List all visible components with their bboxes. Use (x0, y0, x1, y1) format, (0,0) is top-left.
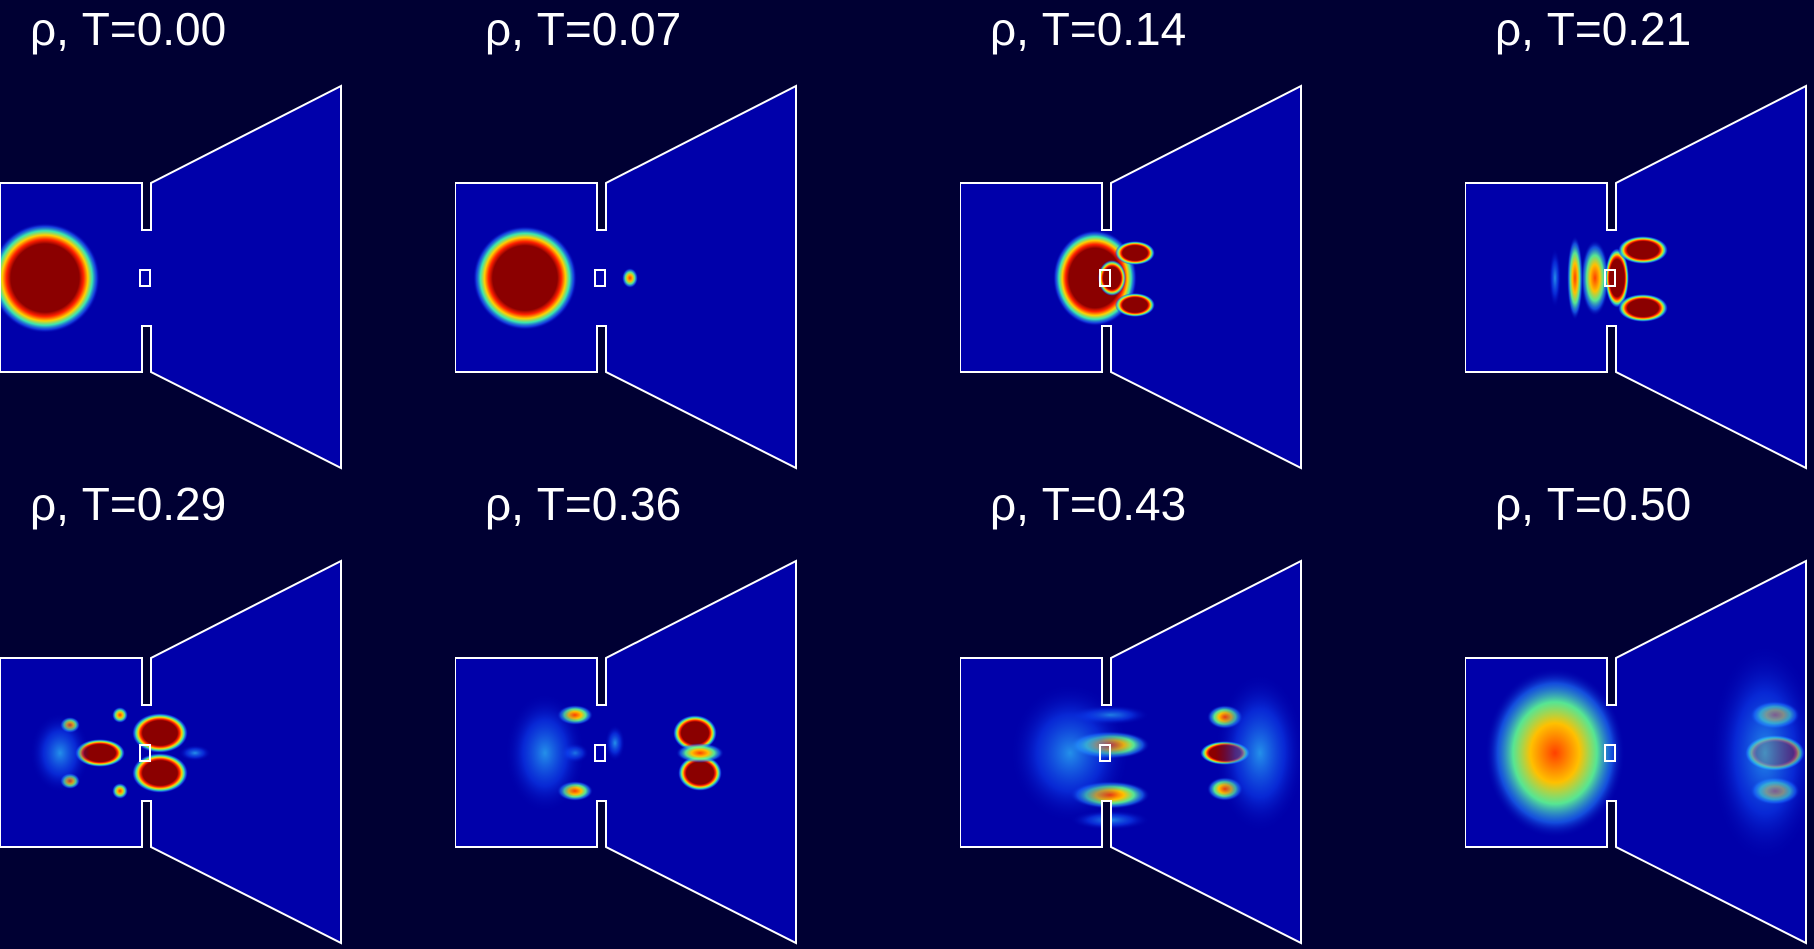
density-blob (132, 713, 188, 753)
panel-title: ρ, T=0.21 (1495, 3, 1692, 55)
density-blob (678, 755, 722, 791)
chamber-outline (960, 84, 1302, 470)
density-blob (1115, 241, 1155, 265)
density-blob (1567, 236, 1583, 320)
field-background (1465, 86, 1806, 468)
density-field-plot (0, 84, 342, 470)
density-blob (1485, 668, 1625, 838)
density-blob (1618, 236, 1668, 264)
panel-t036: ρ, T=0.36 (455, 475, 955, 949)
barrier-block (139, 269, 151, 287)
barrier-block (594, 269, 606, 287)
barrier-block (1099, 744, 1111, 762)
density-blob (1581, 240, 1609, 316)
density-field-plot (960, 84, 1302, 470)
panel-title: ρ, T=0.14 (990, 3, 1187, 55)
density-field-plot (455, 84, 797, 470)
chamber-outline (0, 84, 342, 470)
chamber-outline (1465, 84, 1807, 470)
panel-title: ρ, T=0.43 (990, 478, 1187, 530)
density-blob (1115, 293, 1155, 317)
panel-title: ρ, T=0.07 (485, 3, 682, 55)
panel-t000: ρ, T=0.00 (0, 0, 500, 475)
barrier-block (139, 744, 151, 762)
density-blob (0, 223, 100, 333)
density-blob (1710, 643, 1806, 863)
density-field-plot (1465, 559, 1807, 945)
density-field-plot (455, 559, 797, 945)
chamber-outline (455, 84, 797, 470)
panel-t029: ρ, T=0.29 (0, 475, 500, 949)
panel-t050: ρ, T=0.50 (1465, 475, 1814, 949)
density-blob (1215, 673, 1301, 833)
density-blob (605, 725, 625, 761)
density-field-plot (1465, 84, 1807, 470)
density-blob (1549, 248, 1561, 308)
panel-title: ρ, T=0.36 (485, 478, 682, 530)
panel-t043: ρ, T=0.43 (960, 475, 1460, 949)
panel-t021: ρ, T=0.21 (1465, 0, 1814, 475)
density-blob (676, 743, 724, 763)
density-blob (505, 693, 585, 813)
density-blob (112, 783, 128, 799)
chamber-outline (0, 559, 342, 945)
barrier-block (1604, 269, 1616, 287)
density-blob (473, 226, 577, 330)
density-field-plot (0, 559, 342, 945)
chamber-outline (960, 559, 1302, 945)
chamber-outline (1465, 559, 1807, 945)
barrier-block (1099, 269, 1111, 287)
density-blob (132, 753, 188, 793)
density-blob (179, 745, 211, 761)
barrier-block (1604, 744, 1616, 762)
density-blob (30, 713, 90, 793)
barrier-block (594, 744, 606, 762)
chamber-outline (455, 559, 797, 945)
panel-title: ρ, T=0.50 (1495, 478, 1692, 530)
density-blob (1098, 260, 1126, 296)
density-field-plot (960, 559, 1302, 945)
panel-title: ρ, T=0.00 (30, 3, 227, 55)
density-blob (1618, 294, 1668, 322)
panel-title: ρ, T=0.29 (30, 478, 227, 530)
panel-t007: ρ, T=0.07 (455, 0, 955, 475)
density-blob (673, 715, 717, 751)
density-blob (112, 707, 128, 723)
density-blob (1605, 248, 1629, 308)
density-blob (622, 268, 638, 288)
panel-t014: ρ, T=0.14 (960, 0, 1460, 475)
density-blob (1010, 683, 1130, 823)
